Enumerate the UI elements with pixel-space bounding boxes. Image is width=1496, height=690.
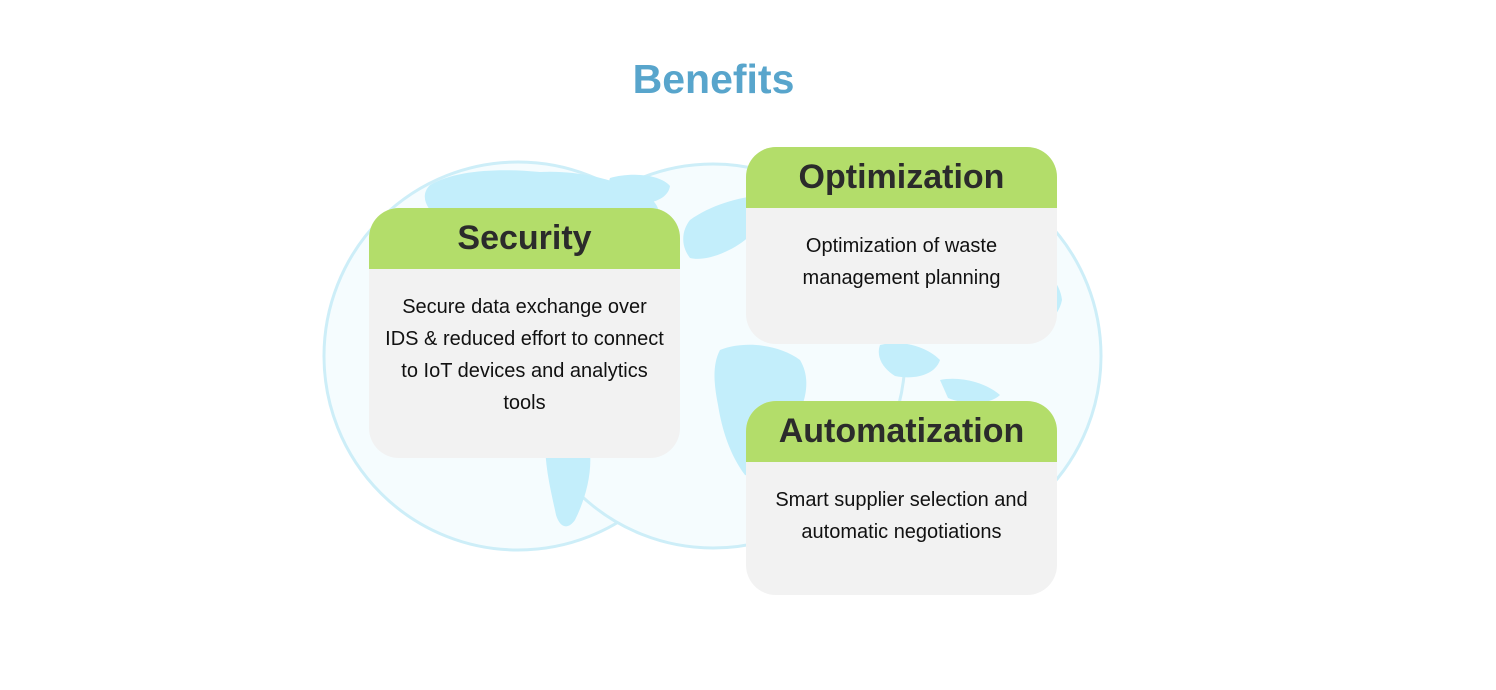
security-card-body: Secure data exchange over IDS & reduced … [385, 296, 664, 414]
automatization-card: Automatization Smart supplier selection … [746, 401, 1057, 595]
page-title: Benefits [632, 56, 795, 102]
optimization-card: Optimization Optimization of waste manag… [746, 147, 1057, 344]
optimization-card-title: Optimization [746, 147, 1057, 208]
security-card: Security Secure data exchange over IDS &… [369, 208, 680, 458]
security-card-title: Security [369, 208, 680, 269]
automatization-card-title: Automatization [746, 401, 1057, 462]
automatization-card-body: Smart supplier selection and automatic n… [775, 489, 1028, 543]
optimization-card-body: Optimization of waste management plannin… [802, 235, 1001, 289]
